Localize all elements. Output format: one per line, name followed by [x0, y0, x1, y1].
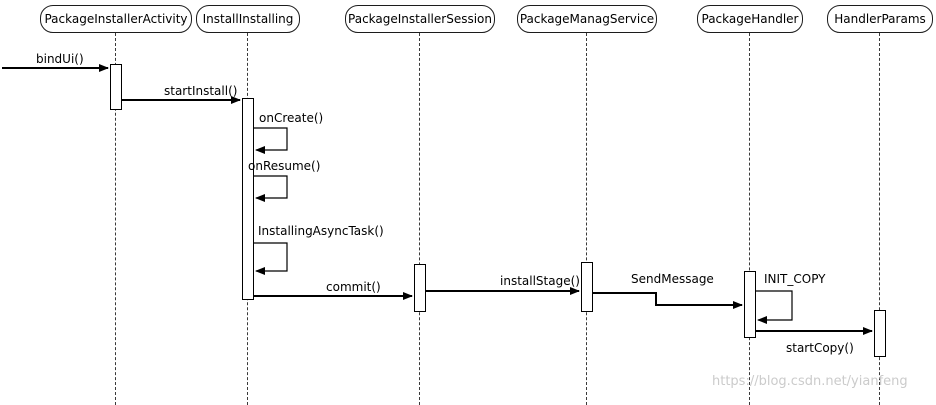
- actor-package-handler: PackageHandler: [697, 5, 803, 33]
- lifeline-package-installer-session: [419, 33, 420, 405]
- activation-package-installer-activity: [110, 64, 122, 110]
- actor-label: PackageManagService: [519, 12, 655, 26]
- message-label-installingasynctask: InstallingAsyncTask(): [258, 224, 384, 238]
- arrow-installingasynctask-self: [254, 242, 288, 275]
- message-label-sendmessage: SendMessage: [631, 272, 714, 286]
- actor-label: PackageInstallerActivity: [44, 12, 188, 26]
- actor-label: PackageInstallerSession: [348, 12, 492, 26]
- message-label-installstage: installStage(): [500, 274, 580, 288]
- lifeline-package-handler: [749, 33, 750, 405]
- watermark-text: https://blog.csdn.net/yianfeng: [712, 374, 908, 389]
- activation-package-manag-service: [581, 262, 593, 312]
- activation-package-handler: [744, 271, 756, 338]
- arrow-oncreate-self: [254, 127, 288, 154]
- arrow-initcopy-self: [756, 290, 793, 324]
- actor-label: HandlerParams: [834, 12, 926, 26]
- lifeline-package-manag-service: [586, 33, 587, 405]
- message-label-bindui: bindUi(): [36, 52, 84, 66]
- message-label-commit: commit(): [326, 280, 381, 294]
- lifeline-handler-params: [879, 33, 880, 405]
- message-label-onresume: onResume(): [248, 159, 321, 173]
- actor-package-installer-session: PackageInstallerSession: [345, 5, 495, 33]
- actor-install-installing: InstallInstalling: [196, 5, 300, 33]
- actor-label: PackageHandler: [701, 12, 799, 26]
- message-label-initcopy: INIT_COPY: [764, 272, 826, 286]
- actor-handler-params: HandlerParams: [827, 5, 933, 33]
- message-label-startinstall: startInstall(): [164, 84, 238, 98]
- arrow-onresume-self: [254, 175, 288, 202]
- actor-package-installer-activity: PackageInstallerActivity: [40, 5, 192, 33]
- actor-label: InstallInstalling: [202, 12, 294, 26]
- message-label-oncreate: onCreate(): [259, 111, 324, 125]
- lifeline-package-installer-activity: [115, 33, 116, 405]
- message-label-startcopy: startCopy(): [786, 341, 854, 355]
- activation-handler-params: [874, 310, 886, 357]
- activation-package-installer-session: [414, 264, 426, 312]
- arrow-sendmessage: [593, 292, 743, 309]
- actor-package-manag-service: PackageManagService: [517, 5, 657, 33]
- activation-install-installing: [242, 98, 254, 300]
